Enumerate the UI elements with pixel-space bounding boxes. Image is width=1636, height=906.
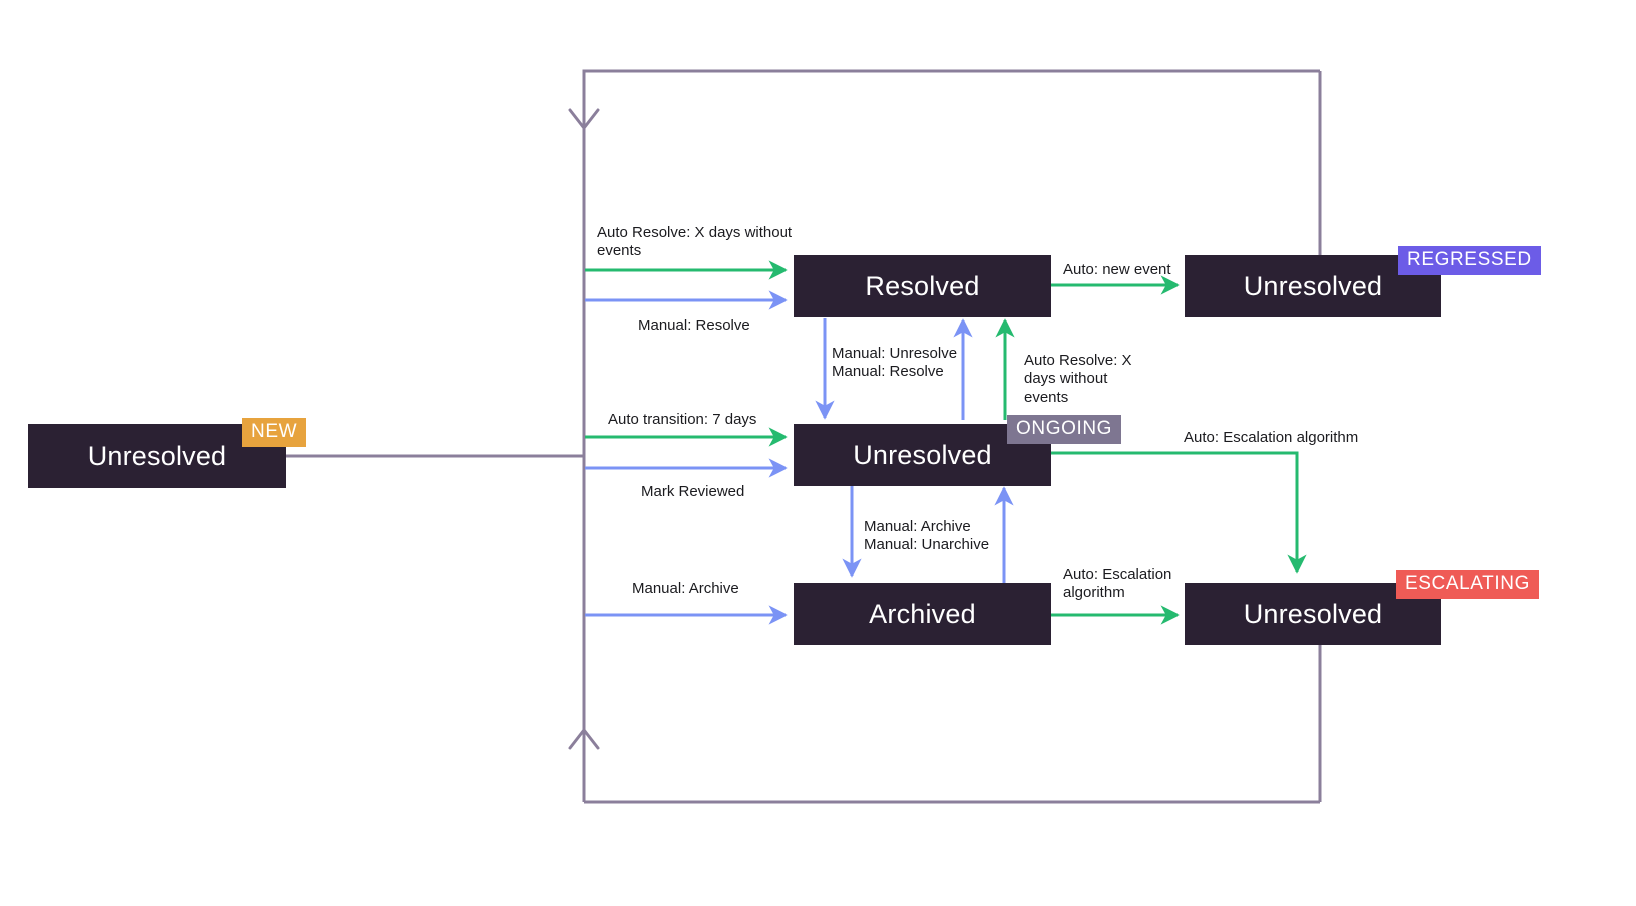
node-label: Unresolved: [1243, 598, 1383, 629]
frame-arrowhead-up: [568, 728, 600, 750]
edge-label-manual-resolve: Manual: Resolve: [638, 317, 750, 334]
node-label: Unresolved: [87, 440, 227, 471]
badge-text: NEW: [251, 421, 298, 442]
status-badge-ongoing: ONGOING: [1007, 415, 1122, 444]
edge-label-manual-unresolve-resolve: Manual: Unresolve Manual: Resolve: [832, 345, 958, 381]
node-label: Resolved: [865, 270, 980, 301]
node-archived[interactable]: Archived: [794, 583, 1051, 645]
edge-label-mark-reviewed: Mark Reviewed: [641, 483, 745, 500]
node-label: Unresolved: [1243, 270, 1383, 301]
frame-arrowhead-down: [568, 108, 600, 130]
node-label: Archived: [869, 598, 976, 629]
node-label: Unresolved: [853, 439, 992, 470]
edge-label-auto-new-event: Auto: new event: [1063, 261, 1171, 278]
edge-label-auto-transition-7-days: Auto transition: 7 days: [608, 411, 757, 428]
edge-label-manual-archive-unarchive: Manual: Archive Manual: Unarchive: [864, 518, 990, 554]
status-badge-regressed: REGRESSED: [1398, 246, 1541, 275]
status-badge-new: NEW: [242, 418, 307, 447]
edge-label-auto-escalation-algorithm-2: Auto: Escalation algorithm: [1063, 566, 1172, 602]
badge-text: ESCALATING: [1405, 573, 1530, 594]
edge-label-auto-escalation-algorithm: Auto: Escalation algorithm: [1184, 429, 1359, 446]
badge-text: ONGOING: [1016, 418, 1113, 439]
badge-text: REGRESSED: [1407, 249, 1532, 270]
edge-label-auto-resolve-x-days: Auto Resolve: X days without events: [597, 224, 793, 260]
node-resolved[interactable]: Resolved: [794, 255, 1051, 317]
status-badge-escalating: ESCALATING: [1396, 570, 1539, 599]
edge-label-manual-archive: Manual: Archive: [632, 580, 739, 597]
edge-auto-escalation-algorithm: [1051, 451, 1307, 574]
edge-label-auto-resolve-x-days-up: Auto Resolve: X days without events: [1024, 352, 1132, 406]
